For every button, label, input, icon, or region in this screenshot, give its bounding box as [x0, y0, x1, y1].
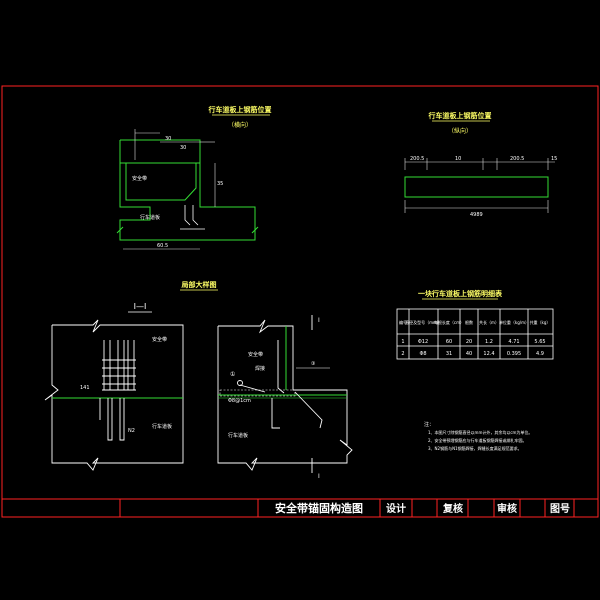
table-cell-r0-c6: 5.65	[534, 339, 545, 345]
cut-mark-top: I	[318, 317, 320, 324]
dim-l1-label: 200.5	[410, 156, 424, 162]
section-n2-label: N2	[128, 428, 135, 434]
detail-deck-label: 行车道板	[228, 432, 248, 439]
table-header-6: 共重（kg）	[530, 319, 551, 325]
section-rebars	[99, 340, 136, 441]
table-header-0: 编号	[399, 319, 407, 325]
section-title: I—I	[134, 302, 147, 311]
table-cell-r0-c2: 60	[446, 339, 452, 345]
table-cell-r0-c0: 1	[401, 339, 404, 345]
table-header-1: 直径及型号（mm）	[405, 319, 441, 325]
dim-l2-label: 10	[455, 156, 461, 162]
table-cell-r0-c5: 4.71	[508, 339, 519, 345]
design-label: 设计	[386, 502, 406, 515]
longitudinal-slab	[404, 176, 549, 198]
section-outline	[44, 319, 184, 471]
outer-frame	[1, 85, 599, 518]
drawing-no-label: 图号	[550, 503, 570, 515]
dim-small-label: 15	[551, 156, 557, 162]
section-deck-label: 行车道板	[152, 423, 172, 430]
note-3: 3、N2钢筋与N1钢筋焊接，焊缝长度满足规范要求。	[428, 445, 522, 451]
table-cell-r0-c3: 20	[466, 339, 472, 345]
rebar-hooks-top	[180, 205, 205, 230]
detail-safety-belt-label: 安全带	[248, 351, 263, 358]
table-header-3: 根数	[465, 319, 473, 325]
table-cell-r1-c5: 0.395	[507, 351, 521, 357]
table-header-5: 单位重（kg/m）	[499, 319, 529, 325]
cut-mark-bottom: I	[318, 473, 320, 480]
top-left-subtitle: （横向）	[228, 121, 252, 129]
table-cell-r1-c3: 40	[466, 351, 472, 357]
drawing-title: 安全带锚固构造图	[275, 501, 363, 515]
detail-rebars	[237, 340, 323, 429]
table-cell-r1-c1: Φ8	[419, 351, 426, 357]
top-right-subtitle: （纵向）	[448, 127, 472, 135]
note-1: 1、本图尺寸除钢筋直径以mm计外，其余均以cm为单位。	[428, 429, 532, 435]
safety-belt-label-top: 安全带	[132, 175, 147, 182]
dim-top-label: 30	[165, 136, 171, 142]
table-title: 一块行车道板上钢筋明细表	[418, 289, 503, 298]
detail-outline	[217, 319, 353, 471]
table-cell-r0-c4: 1.2	[485, 339, 493, 345]
dim-l3-label: 200.5	[510, 156, 524, 162]
table-header-2: 每根长度（cm）	[434, 319, 464, 325]
section-safety-belt-label: 安全带	[152, 336, 167, 343]
table-grid	[396, 308, 554, 360]
section-left-label: 141	[80, 385, 90, 391]
detail-cm-label: Φ8@1cm	[228, 398, 251, 404]
table-cell-r1-c2: 31	[446, 351, 452, 357]
table-cell-r0-c1: Φ12	[418, 339, 428, 345]
approve-label: 审核	[497, 502, 517, 515]
top-left-title: 行车道板上钢筋位置	[208, 105, 272, 114]
transverse-section	[116, 139, 259, 241]
dim-30-label: 30	[180, 145, 186, 151]
dim-bottom-label: 60.5	[157, 243, 168, 249]
table-header-4: 共长（m）	[479, 319, 499, 325]
transverse-dims	[123, 129, 216, 250]
top-right-title: 行车道板上钢筋位置	[428, 111, 492, 120]
detail-title: 局部大样图	[182, 280, 217, 289]
detail-weld-label: 焊接	[255, 365, 265, 372]
longitudinal-dims	[404, 158, 555, 213]
table-cell-r1-c6: 4.9	[536, 351, 544, 357]
table-cell-r1-c0: 2	[401, 351, 404, 357]
review-label: 复核	[442, 502, 463, 515]
note-2: 2、安全带预埋钢筋应与行车道板钢筋焊接或绑扎牢固。	[428, 437, 527, 443]
detail-pavement-layer	[219, 389, 296, 397]
detail-n1-label: ①	[230, 371, 235, 378]
dim-long-label: 4989	[470, 212, 483, 218]
detail-n3-label: ③	[311, 361, 315, 367]
dim-height-label: 35	[217, 181, 223, 187]
table-cell-r1-c4: 12.4	[483, 351, 494, 357]
deck-label-top: 行车道板	[140, 214, 160, 221]
note-0: 注：	[424, 421, 434, 428]
